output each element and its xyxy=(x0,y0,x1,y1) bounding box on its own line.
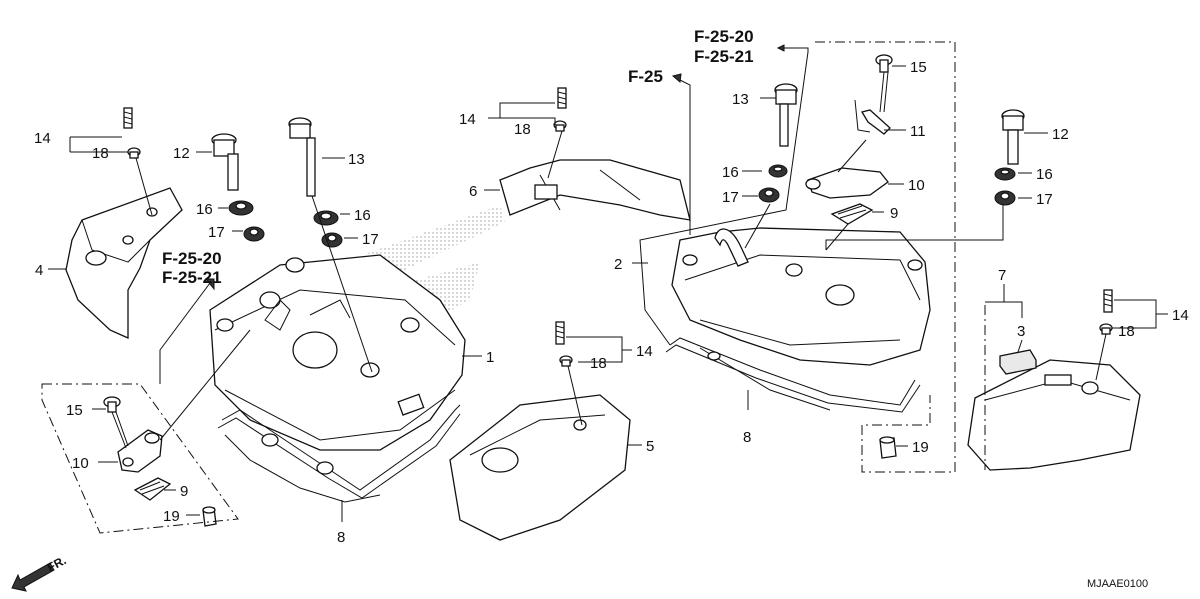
callout-8-left: 8 xyxy=(337,529,345,546)
callout-3: 3 xyxy=(1017,323,1025,340)
grommet-part-17-right-b xyxy=(994,190,1016,206)
callout-16-right-b: 16 xyxy=(1036,166,1053,183)
bolt-part-12-left xyxy=(211,133,239,191)
right-subassembly-boundary xyxy=(815,41,956,473)
washer-part-18-right xyxy=(1099,323,1113,335)
reference-codes: F-25-20 F-25-21 F-25-20 F-25-21 F-25 xyxy=(162,27,754,287)
callout-14-center: 14 xyxy=(459,111,476,128)
callout-14-top-left: 14 xyxy=(34,130,51,147)
front-arrow-icon xyxy=(11,562,55,592)
ref-f-25-21-right: F-25-21 xyxy=(694,47,754,66)
callout-12-right: 12 xyxy=(1052,126,1069,143)
cylinder-head-cover-part-2 xyxy=(671,227,931,366)
callout-18-right: 18 xyxy=(1118,323,1135,340)
seal-part-9-left xyxy=(133,477,172,501)
callout-1: 1 xyxy=(486,349,494,366)
callout-9-left: 9 xyxy=(180,483,188,500)
callout-19-right: 19 xyxy=(912,439,929,456)
ref-f-25-21-left: F-25-21 xyxy=(162,268,222,287)
head-cover-gasket-part-8-left xyxy=(217,404,461,503)
ref-f-25-20-left: F-25-20 xyxy=(162,249,222,268)
washer-part-18-top-left xyxy=(127,147,141,159)
callout-7: 7 xyxy=(998,267,1006,284)
callout-18-top-left: 18 xyxy=(92,145,109,162)
seal-part-9-right xyxy=(830,203,874,225)
callout-18-center: 18 xyxy=(514,121,531,138)
callout-12-left: 12 xyxy=(173,145,190,162)
washer-part-18-center xyxy=(553,120,567,132)
grommet-part-17-left-b xyxy=(321,232,343,248)
screw-part-14-center xyxy=(557,87,567,109)
catalog-code: MJAAE0100 xyxy=(1087,578,1148,590)
bolt-part-13-right xyxy=(774,83,798,147)
callout-17-left-a: 17 xyxy=(208,224,225,241)
side-cover-left-part-4 xyxy=(65,187,183,340)
grommet-part-16-left-b xyxy=(313,210,339,226)
callout-4: 4 xyxy=(35,262,43,279)
front-direction-marker: FR. xyxy=(11,553,68,592)
cap-part-19-right xyxy=(879,436,897,459)
side-cover-right-part-5 xyxy=(449,394,631,541)
callout-10-right: 10 xyxy=(908,177,925,194)
left-subassembly-boundary xyxy=(41,383,239,534)
callout-16-left-b: 16 xyxy=(354,207,371,224)
ref-f-25: F-25 xyxy=(628,67,663,86)
cap-part-19-left xyxy=(202,506,217,527)
breather-fitting-part-10-right xyxy=(805,167,889,199)
ref-f-25-20-right: F-25-20 xyxy=(694,27,754,46)
callout-2: 2 xyxy=(614,256,622,273)
leader-lines xyxy=(48,44,1168,522)
screw-part-14-top-left xyxy=(123,107,133,129)
grommet-part-16-right-a xyxy=(768,164,788,178)
callout-16-left-a: 16 xyxy=(196,201,213,218)
screw-part-14-right xyxy=(1103,289,1113,313)
callout-17-right-b: 17 xyxy=(1036,191,1053,208)
callout-8-right: 8 xyxy=(743,429,751,446)
grommet-part-17-left-a xyxy=(243,226,265,242)
callout-9-right: 9 xyxy=(890,205,898,222)
callout-17-left-b: 17 xyxy=(362,231,379,248)
cover-part-6 xyxy=(499,159,691,221)
callout-15-right: 15 xyxy=(910,59,927,76)
bolt-part-15-right xyxy=(875,54,893,113)
callout-18-middle: 18 xyxy=(590,355,607,372)
callout-16-right-a: 16 xyxy=(722,164,739,181)
bolt-part-12-right xyxy=(1001,109,1025,165)
cylinder-head-cover-part-1 xyxy=(209,254,466,451)
bolt-part-15-left xyxy=(103,396,129,449)
grommet-part-17-right-a xyxy=(758,187,780,203)
washer-part-18-middle xyxy=(559,355,573,367)
callout-10-left: 10 xyxy=(72,455,89,472)
callout-labels: 14 18 4 12 16 17 13 16 17 1 15 10 9 19 8… xyxy=(34,59,1189,546)
callout-5: 5 xyxy=(646,438,654,455)
callout-15-left: 15 xyxy=(66,402,83,419)
callout-6: 6 xyxy=(469,183,477,200)
pad-part-3 xyxy=(999,349,1037,375)
grommet-part-16-left-a xyxy=(228,200,254,216)
head-cover-gasket-part-8-right xyxy=(665,337,921,413)
bracket-part-11 xyxy=(854,99,891,135)
breather-fitting-part-10-left xyxy=(117,429,163,473)
screw-part-14-middle xyxy=(555,321,565,345)
grommet-part-16-right-b xyxy=(994,167,1016,181)
callout-14-right: 14 xyxy=(1172,307,1189,324)
callout-17-right-a: 17 xyxy=(722,189,739,206)
callout-19-left: 19 xyxy=(163,508,180,525)
side-cover-part-7 xyxy=(967,359,1141,471)
callout-14-middle: 14 xyxy=(636,343,653,360)
callout-13-right: 13 xyxy=(732,91,749,108)
bolt-part-13-left xyxy=(288,117,316,197)
callout-11: 11 xyxy=(910,123,926,140)
callout-13-left: 13 xyxy=(348,151,365,168)
